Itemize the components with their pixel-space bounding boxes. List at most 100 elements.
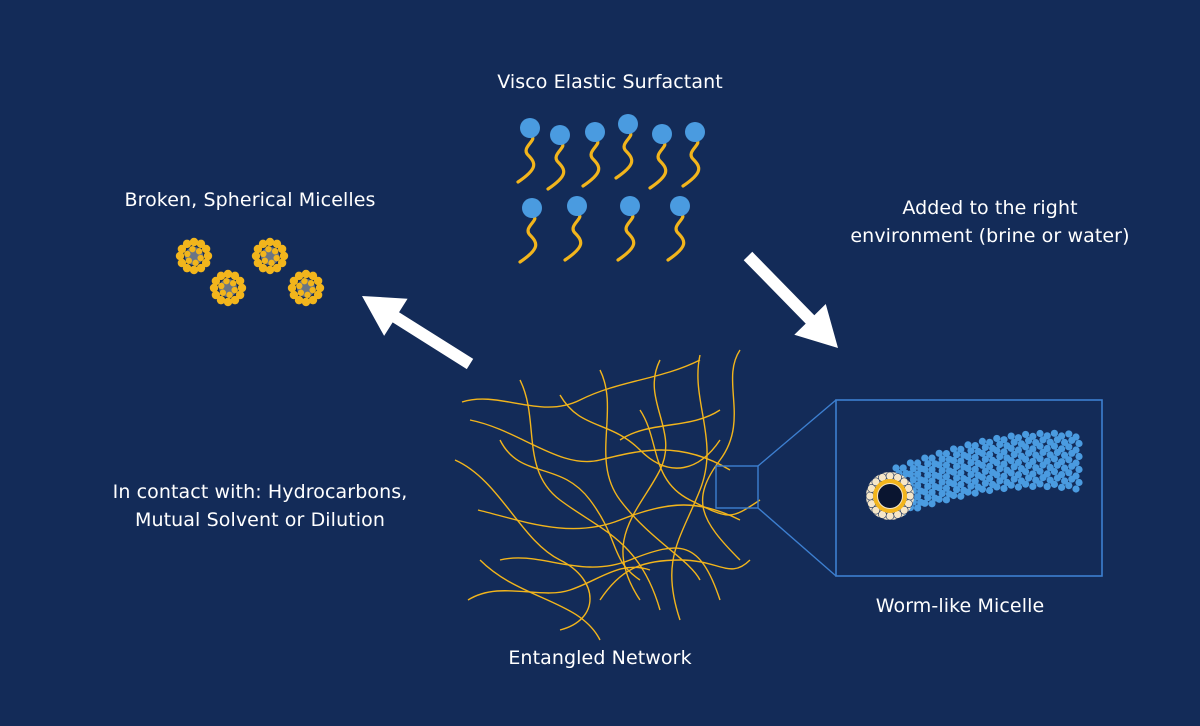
worm-bead — [1036, 467, 1044, 475]
worm-bead — [978, 449, 987, 457]
worm-like-micelle — [865, 429, 1083, 521]
worm-end-bead — [865, 491, 875, 501]
surfactant-molecule — [581, 122, 605, 188]
worm-bead — [964, 476, 972, 484]
worm-bead — [996, 477, 1004, 485]
micelle-bead — [272, 239, 282, 249]
micelle-bead — [308, 295, 318, 305]
worm-bead — [1043, 457, 1051, 465]
worm-micelle-label: Worm-like Micelle — [875, 595, 1045, 617]
worm-bead — [1007, 444, 1015, 452]
surfactant-tail — [546, 141, 566, 191]
surfactant-head — [550, 125, 570, 145]
micelle-bead — [273, 254, 280, 262]
worm-bead — [1043, 432, 1051, 440]
worm-bead — [986, 438, 994, 446]
worm-bead — [957, 469, 965, 477]
surfactant-tail — [666, 212, 686, 262]
micelle-bead — [258, 239, 268, 249]
surfactant-molecule — [616, 196, 640, 262]
micelle-bead — [251, 251, 261, 261]
surfactant-head — [652, 124, 672, 144]
micelle-bead — [182, 263, 192, 273]
worm-bead — [942, 473, 951, 481]
worm-bead — [1014, 471, 1023, 479]
worm-bead — [914, 504, 922, 512]
worm-bead — [1058, 432, 1066, 440]
network-strand — [461, 359, 701, 408]
surfactant-head — [618, 114, 638, 134]
micelle-bead — [268, 259, 275, 267]
micelle-bead — [189, 265, 199, 275]
micelle-bead — [301, 269, 311, 279]
worm-bead — [1010, 438, 1018, 446]
arrow-to-worm — [743, 251, 838, 348]
worm-bead — [942, 461, 951, 469]
worm-bead — [964, 453, 972, 461]
worm-bead — [971, 465, 979, 473]
micelle-bead — [230, 295, 240, 305]
worm-bead — [938, 466, 946, 475]
micelle-bead — [294, 295, 304, 305]
worm-bead — [964, 488, 972, 496]
worm-bead — [935, 484, 943, 492]
worm-bead — [978, 461, 987, 469]
worm-bead — [1007, 457, 1015, 465]
worm-bead — [1058, 470, 1066, 479]
micelle-bead — [197, 254, 204, 262]
worm-bead — [953, 451, 961, 459]
worm-bead — [964, 464, 972, 473]
added-environment-line2: environment (brine or water) — [850, 225, 1130, 247]
micelle-bead — [253, 244, 263, 254]
worm-bead — [938, 478, 946, 486]
worm-bead — [924, 494, 932, 502]
micelle-bead — [296, 282, 303, 290]
worm-bead — [967, 470, 975, 479]
micelle-bead — [175, 251, 185, 261]
micelle-bead — [211, 290, 221, 300]
micelle-bead — [315, 283, 325, 293]
arrows — [362, 251, 838, 370]
worm-bead — [971, 489, 979, 497]
worm-bead — [909, 476, 918, 484]
micelle-bead — [226, 291, 233, 299]
worm-bead — [1022, 480, 1030, 488]
worm-bead — [1050, 468, 1058, 476]
micelle-bead — [185, 257, 193, 264]
worm-bead — [938, 455, 946, 463]
network-strand — [477, 504, 741, 530]
worm-bead — [1075, 452, 1083, 461]
network-strand — [499, 439, 641, 581]
worm-bead — [986, 474, 994, 483]
micelle-bead — [301, 297, 311, 307]
worm-bead — [1072, 459, 1080, 467]
micelle-bead — [260, 250, 267, 258]
worm-bead — [993, 471, 1001, 479]
worm-bead — [967, 482, 975, 490]
worm-bead — [921, 488, 929, 496]
micelle-bead — [265, 265, 275, 275]
micelle-bead — [223, 297, 233, 307]
worm-bead — [935, 461, 943, 469]
worm-bead — [1022, 443, 1030, 451]
worm-bead — [1000, 460, 1008, 468]
contact-line2: Mutual Solvent or Dilution — [134, 509, 386, 531]
micelle-bead — [223, 269, 233, 279]
worm-bead — [921, 477, 929, 485]
worm-bead — [957, 492, 965, 500]
worm-bead — [1072, 433, 1080, 441]
contact-label: In contact with: Hydrocarbons, Mutual So… — [60, 478, 460, 534]
arrow-to-broken — [362, 296, 474, 370]
worm-bead — [1043, 444, 1051, 453]
micelle-bead — [189, 237, 199, 247]
worm-bead — [993, 459, 1001, 467]
micelle-bead — [309, 286, 316, 294]
network-strand — [479, 559, 601, 641]
worm-bead — [1050, 480, 1058, 488]
micelle-bead — [223, 277, 230, 285]
worm-bead — [971, 441, 979, 450]
worm-bead — [957, 457, 965, 465]
worm-bead — [964, 441, 972, 449]
worm-bead — [967, 447, 975, 455]
surfactant-head — [620, 196, 640, 216]
